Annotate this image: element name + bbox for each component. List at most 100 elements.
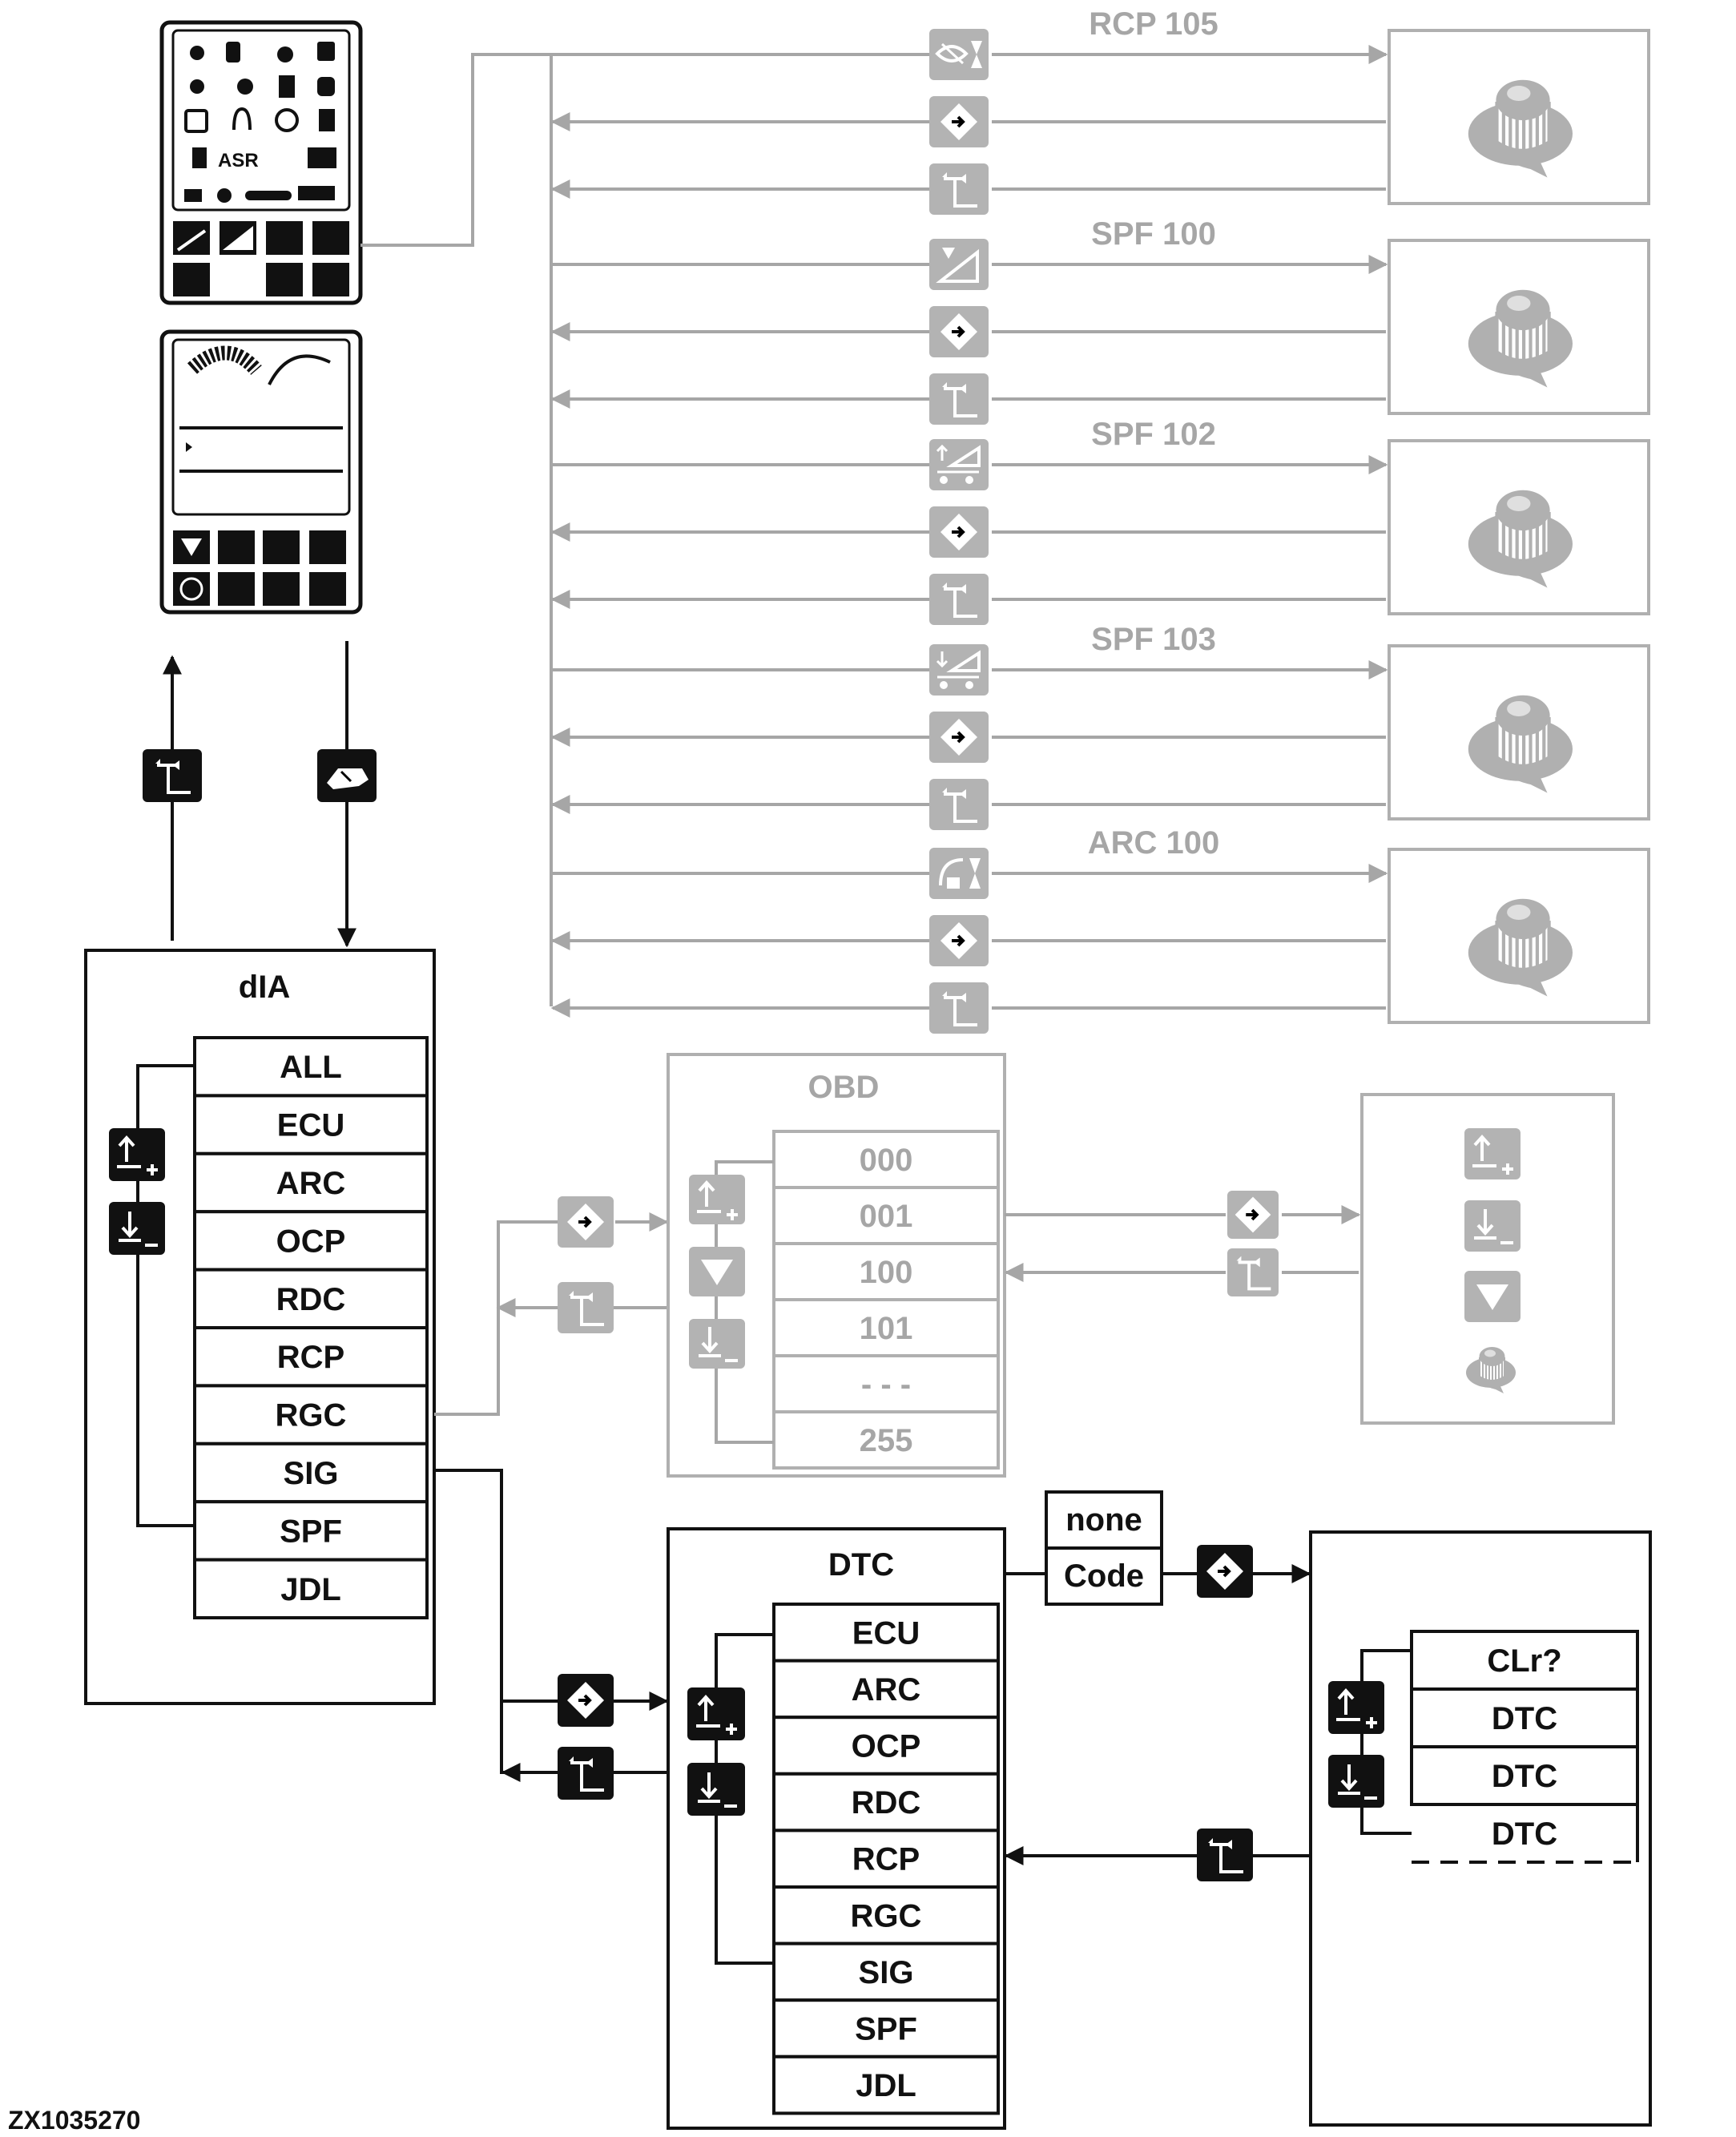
dtc-menu-item-label: OCP [852, 1729, 921, 1764]
dtc-menu-item-label: SPF [855, 2012, 917, 2047]
dia-menu-item-label: RDC [276, 1282, 346, 1317]
dia-menu-item[interactable]: ECU [193, 1094, 429, 1155]
dia-menu-item-label: RGC [276, 1398, 347, 1433]
dtc-menu-item[interactable]: RDC [772, 1772, 1000, 1833]
dtc-back-key[interactable] [558, 1747, 614, 1800]
address-setting-box [1388, 239, 1650, 415]
address-enter-key[interactable] [929, 915, 989, 966]
dtc-menu-title: DTC [828, 1547, 894, 1583]
address-enter-key[interactable] [929, 96, 989, 147]
obd-menu-items: 000 001 100 101 - - - 255 [772, 1130, 1000, 1470]
dtc-detail-item[interactable]: CLr? [1410, 1630, 1639, 1691]
dtc-menu-item[interactable]: JDL [772, 2054, 1000, 2115]
dtc-menu-item[interactable]: OCP [772, 1716, 1000, 1776]
dtc-up-key[interactable] [687, 1687, 745, 1740]
dtc-menu-item[interactable]: ARC [772, 1659, 1000, 1720]
dtc-menu-item-label: ARC [852, 1672, 921, 1708]
dia-menu-items: ALL ECU ARC OCP RDC RCP RGC SIG SPF JDL [193, 1036, 429, 1619]
obd-menu-item[interactable]: 001 [772, 1186, 1000, 1245]
dtc-menu-item[interactable]: SPF [772, 1998, 1000, 2058]
address-enter-key[interactable] [929, 306, 989, 357]
dia-menu-item-label: ECU [277, 1108, 344, 1143]
address-back-key[interactable] [929, 163, 989, 215]
dtc-detail-item-label: DTC [1492, 1701, 1557, 1736]
obd-menu-item-label: - - - [861, 1367, 911, 1402]
obd-value-panel [1360, 1093, 1615, 1425]
address-label: ARC 100 [1088, 825, 1220, 861]
address-back-key[interactable] [929, 779, 989, 830]
detail-up-key[interactable] [1328, 1681, 1384, 1734]
dtc-detail-item[interactable]: DTC [1410, 1745, 1639, 1806]
obd-menu-item-label: 255 [860, 1423, 913, 1458]
dia-up-key[interactable] [109, 1128, 165, 1181]
dia-menu-item[interactable]: RDC [193, 1268, 429, 1329]
enter-dia-key[interactable] [317, 749, 377, 802]
dtc-down-key[interactable] [687, 1763, 745, 1816]
address-back-key[interactable] [929, 373, 989, 425]
detail-back-key[interactable] [1197, 1829, 1253, 1881]
dtc-menu-item-label: JDL [856, 2068, 916, 2103]
address-back-key[interactable] [929, 574, 989, 625]
obd-menu-item[interactable]: 101 [772, 1298, 1000, 1357]
dia-menu-item[interactable]: ALL [193, 1036, 429, 1098]
address-enter-key[interactable] [929, 506, 989, 558]
obd-menu-item[interactable]: 000 [772, 1130, 1000, 1189]
dtc-menu-item[interactable]: ECU [772, 1603, 1000, 1663]
dia-menu-item[interactable]: JDL [193, 1558, 429, 1619]
figure-id: ZX1035270 [8, 2106, 140, 2135]
obd-down-key[interactable] [689, 1319, 745, 1369]
obd-menu-item-label: 101 [860, 1311, 913, 1346]
obd-value-back-key[interactable] [1227, 1248, 1279, 1296]
address-select-key[interactable] [929, 439, 989, 490]
dtc-menu-item[interactable]: RGC [772, 1885, 1000, 1945]
dtc-menu-item[interactable]: RCP [772, 1829, 1000, 1889]
obd-menu-item-label: 001 [860, 1199, 913, 1234]
dtc-detail-item[interactable]: DTC [1412, 1803, 1639, 1864]
obd-menu-item[interactable]: 100 [772, 1242, 1000, 1301]
address-select-key[interactable] [929, 239, 989, 290]
address-back-key[interactable] [929, 982, 989, 1034]
address-setting-box [1388, 29, 1650, 205]
obd-enter-key[interactable] [558, 1196, 614, 1248]
obd-value-enter-key[interactable] [1227, 1191, 1279, 1239]
main-display-panel [159, 329, 363, 615]
dtc-menu-item[interactable]: SIG [772, 1941, 1000, 2002]
obd-menu-item[interactable]: 255 [772, 1410, 1000, 1470]
dia-menu-item[interactable]: SPF [193, 1500, 429, 1562]
dtc-detail-item[interactable]: DTC [1410, 1687, 1639, 1748]
dia-menu-item-label: ALL [280, 1050, 342, 1085]
code-enter-key[interactable] [1197, 1545, 1253, 1598]
obd-back-key[interactable] [558, 1282, 614, 1333]
address-enter-key[interactable] [929, 712, 989, 763]
back-to-panel-key[interactable] [143, 749, 202, 802]
address-label: SPF 103 [1091, 622, 1216, 657]
dia-menu-item[interactable]: RGC [193, 1384, 429, 1445]
result-code: Code [1064, 1558, 1144, 1594]
address-group: ARC 100 [550, 825, 1650, 1034]
dia-menu-item[interactable]: SIG [193, 1441, 429, 1504]
dia-down-key[interactable] [109, 1202, 165, 1255]
obd-menu: OBD 000 001 100 101 - - - 255 [667, 1053, 1006, 1478]
value-down-key[interactable] [1464, 1200, 1521, 1252]
obd-menu-title: OBD [808, 1070, 880, 1105]
dia-menu-item-label: ARC [276, 1166, 346, 1201]
value-select-key[interactable] [1464, 1271, 1521, 1322]
obd-up-key[interactable] [689, 1175, 745, 1224]
dia-menu-item[interactable]: RCP [193, 1326, 429, 1388]
dtc-detail-item-label: DTC [1492, 1816, 1557, 1852]
address-select-key[interactable] [929, 644, 989, 696]
dtc-menu-item-label: RGC [851, 1898, 922, 1933]
dia-menu-item-label: SPF [280, 1514, 342, 1549]
dia-menu-item[interactable]: ARC [193, 1151, 429, 1214]
obd-select-key[interactable] [689, 1247, 745, 1296]
dtc-enter-key[interactable] [558, 1674, 614, 1727]
obd-menu-item[interactable]: - - - [772, 1354, 1000, 1413]
detail-down-key[interactable] [1328, 1755, 1384, 1808]
dia-menu-item[interactable]: OCP [193, 1210, 429, 1272]
value-up-key[interactable] [1464, 1128, 1521, 1179]
address-select-key[interactable] [929, 29, 989, 80]
address-select-key[interactable] [929, 848, 989, 899]
dtc-menu-item-label: ECU [852, 1615, 920, 1651]
